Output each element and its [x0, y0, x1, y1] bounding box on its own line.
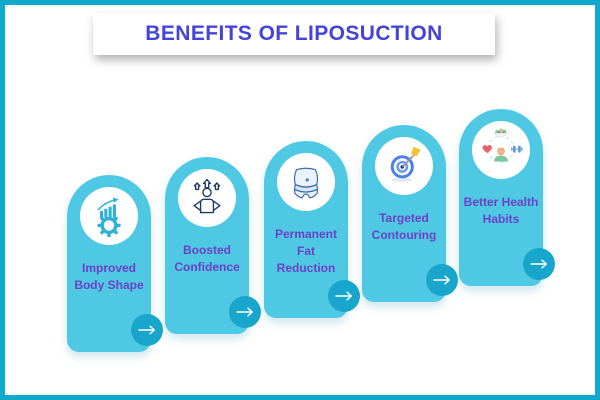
next-arrow-button[interactable] — [523, 248, 555, 280]
next-arrow-button[interactable] — [131, 314, 163, 346]
next-arrow-button[interactable] — [328, 280, 360, 312]
page-title: BENEFITS OF LIPOSUCTION — [145, 22, 443, 45]
benefit-label: Improved Body Shape — [74, 261, 144, 292]
arrow-right-icon — [433, 275, 450, 285]
arrow-right-icon — [530, 259, 547, 269]
belly-icon — [277, 153, 335, 211]
next-arrow-button[interactable] — [229, 296, 261, 328]
title-card: BENEFITS OF LIPOSUCTION — [93, 13, 495, 55]
benefit-card-permanent-fat-reduction: Permanent Fat Reduction — [264, 141, 360, 318]
growth-chart-gear-icon — [80, 187, 138, 245]
arrow-right-icon — [236, 307, 253, 317]
next-arrow-button[interactable] — [426, 264, 458, 296]
arrow-right-icon — [138, 325, 155, 335]
benefit-card-improved-body-shape: Improved Body Shape — [67, 175, 163, 352]
benefit-card-better-health-habits: Better Health Habits — [459, 109, 555, 286]
target-dart-icon — [375, 137, 433, 195]
benefit-label: Boosted Confidence — [174, 243, 240, 274]
arrow-right-icon — [335, 291, 352, 301]
benefit-card-boosted-confidence: Boosted Confidence — [165, 157, 261, 334]
healthy-lifestyle-icon — [472, 121, 530, 179]
benefit-card-targeted-contouring: Targeted Contouring — [362, 125, 458, 302]
benefit-label: Better Health Habits — [463, 195, 539, 226]
confident-person-icon — [178, 169, 236, 227]
benefit-label: Permanent Fat Reduction — [274, 227, 338, 275]
benefit-label: Targeted Contouring — [371, 211, 437, 242]
